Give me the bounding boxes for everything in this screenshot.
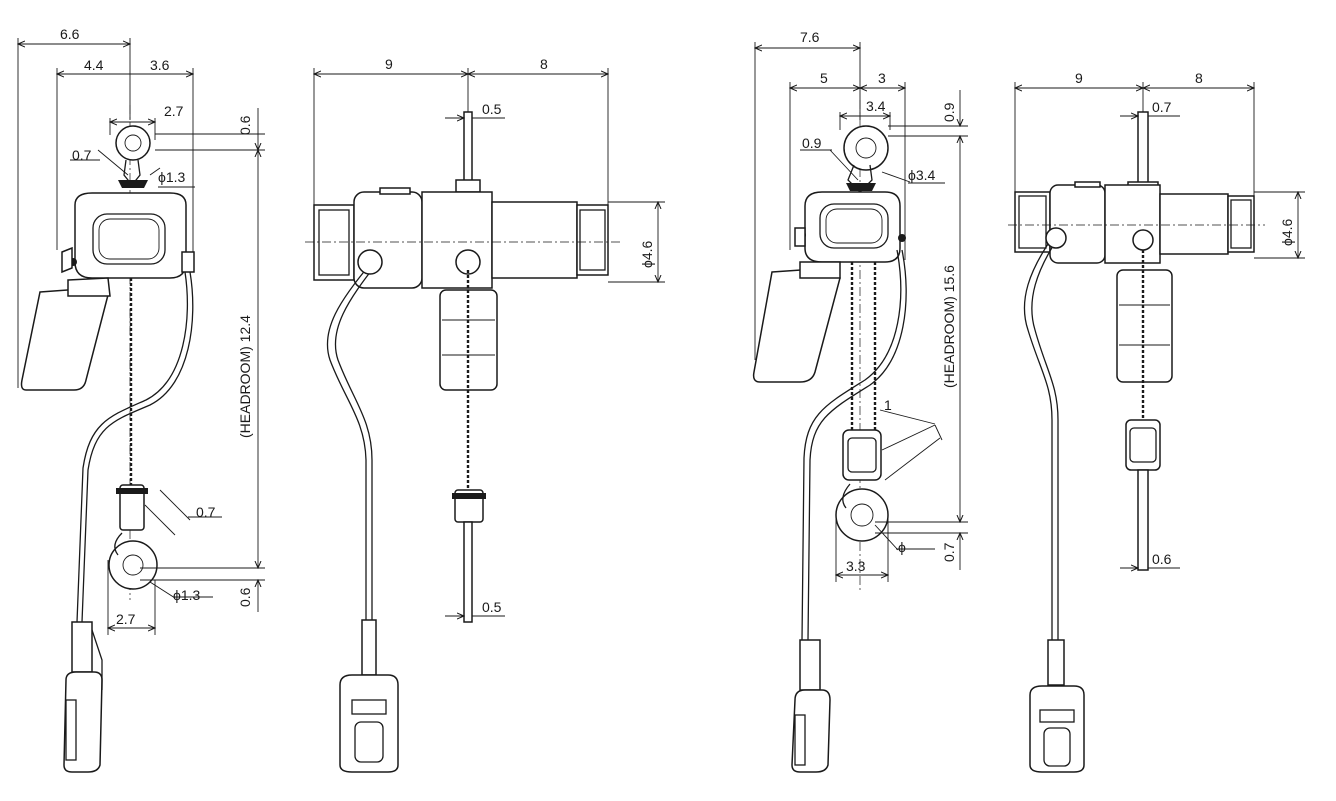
dim-motor-diameter-2: ϕ4.6	[1279, 218, 1295, 246]
dim-bottom-offset: 0.5	[482, 599, 502, 615]
dim-left-length: 9	[385, 56, 393, 72]
dim-left-length-2: 9	[1075, 70, 1083, 86]
dim-top-hook-diameter-2: ϕ3.4	[908, 167, 936, 183]
dim-motor-diameter: ϕ4.6	[639, 240, 655, 268]
dim-top-hook-width: 2.7	[164, 103, 184, 119]
front-view-1: 6.6 4.4 3.6 2.7 0.7 ϕ1.3 0.7 ϕ1.3 2.7 0.…	[18, 26, 265, 773]
dim-bottom-hook-width-2: 3.3	[846, 558, 866, 574]
front-view-2: 7.6 5 3 3.4 0.9 ϕ3.4 1 ϕ 3.3 0.9 (HEADRO…	[752, 29, 968, 773]
dim-headroom: (HEADROOM) 12.4	[237, 315, 253, 438]
dim-top-hook-diameter: ϕ1.3	[158, 169, 186, 185]
dim-right-length: 8	[540, 56, 548, 72]
dim-top-offset-2: 0.7	[1152, 99, 1172, 115]
dim-left-width: 4.4	[84, 57, 104, 73]
dim-headroom-2: (HEADROOM) 15.6	[941, 265, 957, 388]
dim-bottom-hook-angle-2: 1	[884, 397, 892, 413]
dim-overall-width: 6.6	[60, 26, 80, 42]
dim-left-width-2: 5	[820, 70, 828, 86]
dim-bottom-offset-2: 0.6	[1152, 551, 1172, 567]
dim-bottom-hook-gap: 0.6	[237, 587, 253, 607]
side-view-1: 9 8 0.5 ϕ4.6 0.5	[305, 56, 665, 773]
dim-top-offset: 0.5	[482, 101, 502, 117]
dim-overall-width-2: 7.6	[800, 29, 820, 45]
dim-top-hook-gap-2: 0.9	[941, 102, 957, 122]
dim-top-hook-width-2: 3.4	[866, 98, 886, 114]
dim-right-length-2: 8	[1195, 70, 1203, 86]
dim-right-width-2: 3	[878, 70, 886, 86]
dim-bottom-hook-offset: 0.7	[196, 504, 216, 520]
dim-right-width: 3.6	[150, 57, 170, 73]
side-view-2: 9 8 0.7 ϕ4.6 0.6	[1008, 70, 1305, 773]
dim-top-hook-gap: 0.6	[237, 115, 253, 135]
dim-bottom-hook-diameter: ϕ1.3	[173, 587, 201, 603]
dim-top-hook-offset: 0.7	[72, 147, 92, 163]
dim-bottom-hook-diameter-2: ϕ	[898, 539, 906, 555]
dim-top-hook-offset-2: 0.9	[802, 135, 822, 151]
dim-bottom-hook-gap-2: 0.7	[941, 542, 957, 562]
dim-bottom-hook-width: 2.7	[116, 611, 136, 627]
